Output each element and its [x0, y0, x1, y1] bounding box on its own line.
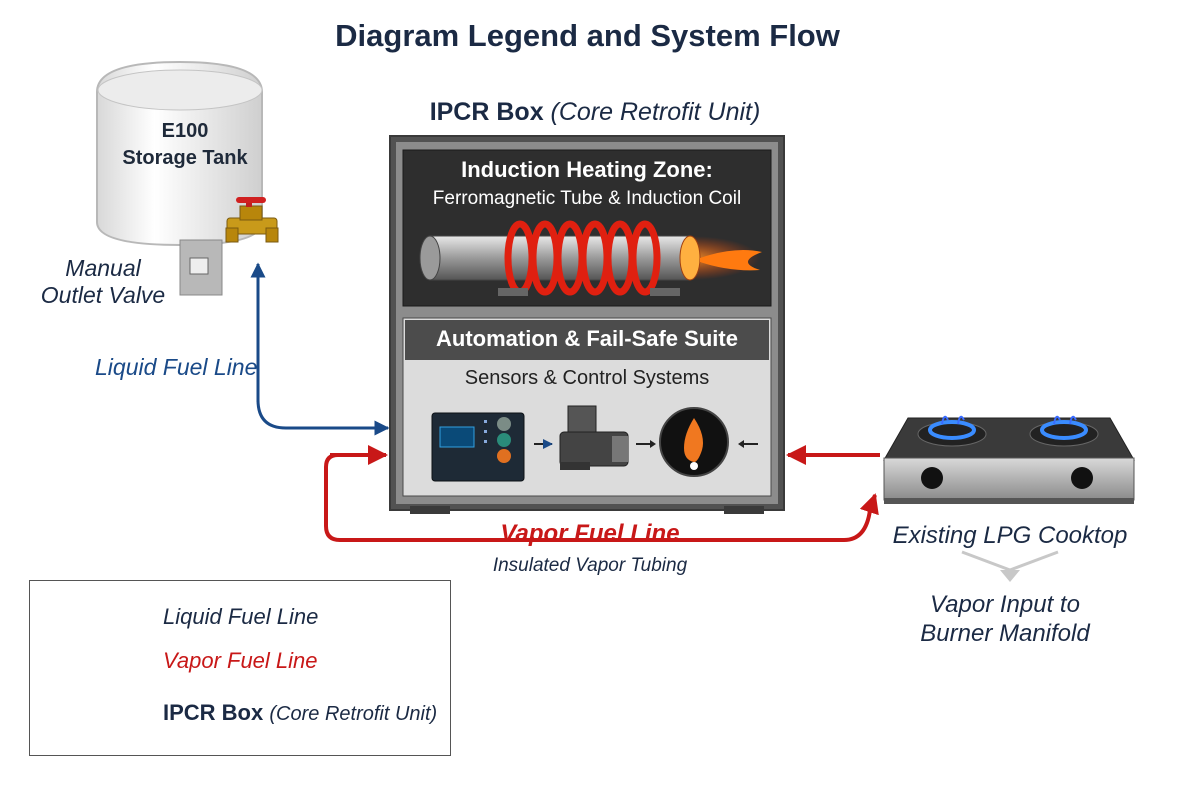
automation-subtitle: Sensors & Control Systems — [464, 367, 710, 389]
valve-label-line2: Outlet Valve — [40, 282, 166, 308]
tank-label-line1: E100 — [161, 120, 209, 142]
manifold-label: Vapor Input to Burner Manifold — [880, 590, 1130, 648]
solenoid-valve-icon — [559, 405, 629, 470]
vapor-line-label: Vapor Fuel Line — [500, 520, 680, 547]
ipcr-box-title-bold: IPCR Box — [429, 98, 544, 126]
legend-vapor-label: Vapor Fuel Line — [163, 648, 318, 673]
heating-zone-subtitle: Ferromagnetic Tube & Induction Coil — [432, 188, 742, 209]
tank-label: E100 Storage Tank — [100, 118, 270, 172]
automation-title: Automation & Fail-Safe Suite — [436, 326, 738, 351]
induction-coil-icon — [419, 220, 762, 296]
e100-storage-tank — [96, 60, 263, 296]
liquid-line-label: Liquid Fuel Line — [95, 354, 258, 380]
lpg-cooktop-icon — [883, 415, 1135, 504]
legend-box-label: IPCR Box (Core Retrofit Unit) — [163, 700, 437, 726]
legend-box-label-italic: (Core Retrofit Unit) — [269, 703, 438, 725]
ipcr-box-title: IPCR Box (Core Retrofit Unit) — [395, 98, 795, 127]
manifold-label-line1: Vapor Input to — [930, 591, 1080, 618]
page-title: Diagram Legend and System Flow — [335, 18, 840, 53]
heating-zone-title: Induction Heating Zone: — [461, 157, 713, 182]
manifold-arrow — [961, 550, 1059, 572]
cooktop-label: Existing LPG Cooktop — [892, 522, 1128, 549]
manual-outlet-valve-icon — [225, 197, 279, 243]
legend-panel — [29, 580, 451, 756]
tank-label-line2: Storage Tank — [122, 147, 248, 169]
legend-box-label-bold: IPCR Box — [163, 700, 264, 725]
flame-sensor-icon — [659, 407, 729, 477]
vapor-line-sublabel: Insulated Vapor Tubing — [492, 555, 688, 576]
valve-label-line1: Manual — [65, 255, 141, 281]
ipcr-box-title-italic: (Core Retrofit Unit) — [550, 98, 761, 126]
control-panel-icon — [431, 412, 525, 482]
legend-liquid-label: Liquid Fuel Line — [163, 604, 319, 629]
valve-label: Manual Outlet Valve — [18, 255, 188, 309]
manifold-label-line2: Burner Manifold — [920, 620, 1090, 647]
vapor-fuel-line — [324, 453, 879, 542]
